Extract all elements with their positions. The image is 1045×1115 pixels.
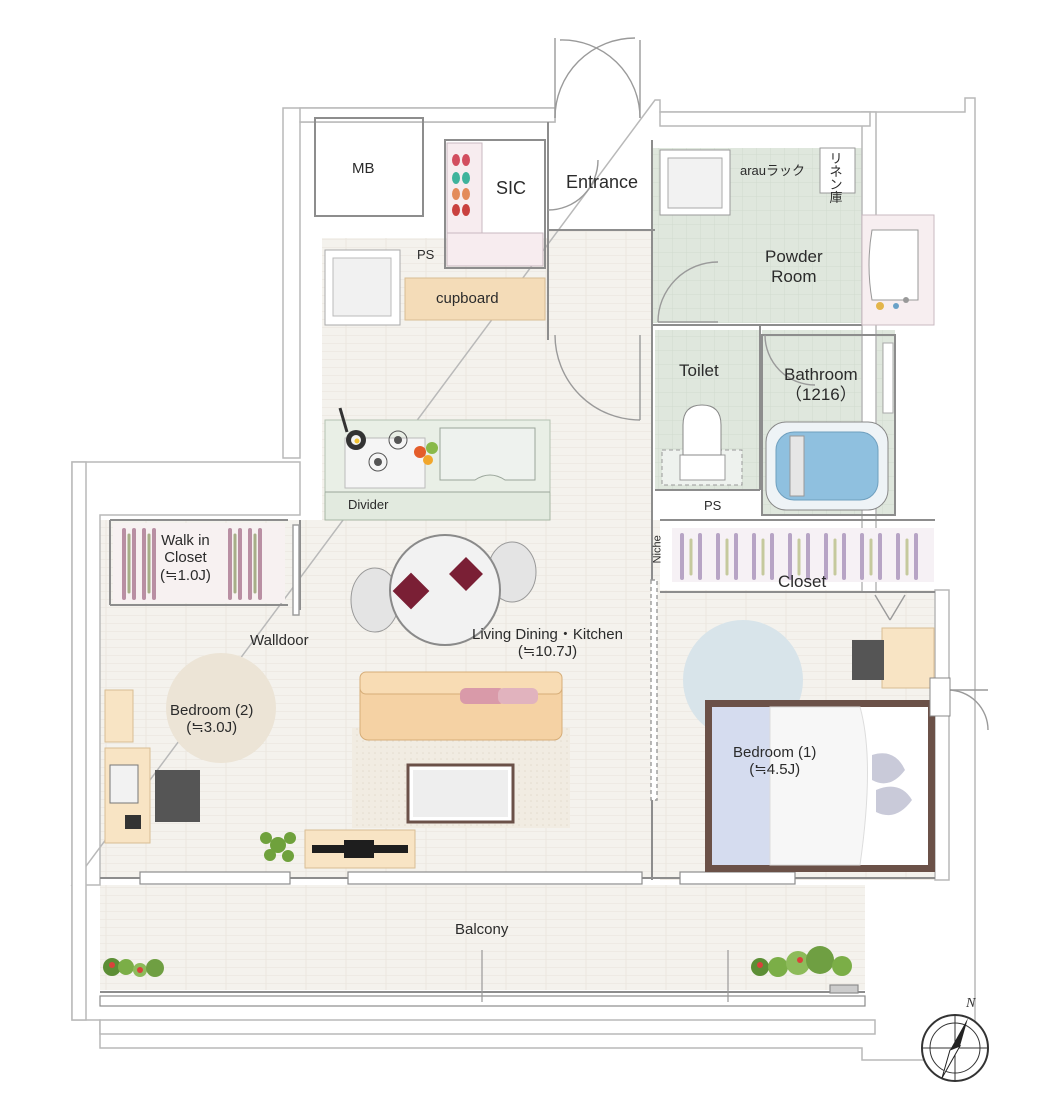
label-linen-cabinet: リネン庫	[829, 151, 843, 205]
powder-room-fixtures	[659, 147, 935, 326]
label-toilet: Toilet	[679, 361, 719, 380]
label-divider: Divider	[348, 497, 389, 512]
living-furniture	[260, 671, 570, 869]
windows	[99, 871, 866, 1007]
label-closet: Closet	[778, 572, 827, 591]
bedroom1-furniture	[683, 620, 951, 872]
shoe-rack	[446, 142, 544, 267]
label-cupboard: cupboard	[436, 290, 499, 307]
label-powder-room: Powder Room	[765, 247, 823, 286]
label-bedroom1: Bedroom (1) (≒4.5J)	[733, 744, 817, 779]
doors	[292, 37, 989, 801]
label-sic: SIC	[496, 178, 527, 198]
label-ps-top: PS	[417, 247, 435, 262]
label-arau-rack: arauラック	[740, 163, 806, 178]
compass-north-label: N	[966, 996, 976, 1011]
label-walk-in-closet: Walk in Closet (≒1.0J)	[160, 532, 211, 584]
bedroom2-furniture	[104, 653, 276, 844]
compass-rose	[921, 1014, 989, 1082]
label-entrance: Entrance	[566, 172, 639, 192]
label-mb: MB	[352, 160, 375, 177]
toilet-fixture	[661, 404, 743, 486]
balcony-plants	[103, 946, 852, 977]
kitchen-storage	[324, 249, 546, 326]
dining-set	[350, 534, 537, 646]
label-ps-bottom: PS	[704, 498, 722, 513]
label-ldk: Living Dining・Kitchen (≒10.7J)	[472, 626, 623, 661]
kitchen-counter	[324, 407, 551, 521]
closet-hangers	[672, 528, 934, 582]
label-bedroom2: Bedroom (2) (≒3.0J)	[170, 702, 254, 737]
label-niche: Niche	[651, 535, 664, 564]
label-balcony: Balcony	[455, 921, 509, 938]
walk-in-closet-hangers	[113, 523, 285, 603]
label-bathroom: Bathroom （1216）	[784, 365, 858, 404]
bathtub	[765, 342, 894, 511]
label-walldoor: Walldoor	[250, 632, 309, 649]
